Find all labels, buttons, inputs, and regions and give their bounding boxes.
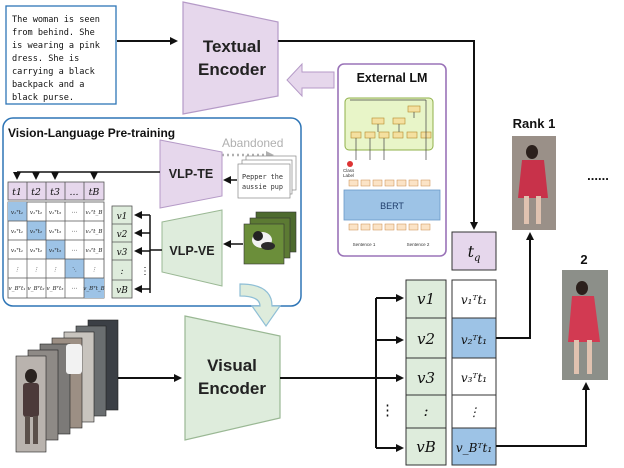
vlp-title: Vision-Language Pre-training [8,126,175,140]
score-cell: v_Bᵀt₁ [456,441,492,455]
svg-text:v_Bᵀt₂: v_Bᵀt₂ [28,285,46,292]
gallery-image-stack [15,319,119,453]
visual-encoder: Visual Encoder [184,315,281,441]
svg-text:⋮: ⋮ [33,267,39,273]
score-cell: v₂ᵀt₁ [461,333,487,347]
score-cell: ⋮ [468,405,480,419]
query-line: is wearing a pink [12,41,101,51]
external-lm-panel: External LM Class Label BERT [337,63,447,257]
rank1-image [512,136,556,230]
svg-text:v₂ᵀt₂: v₂ᵀt₂ [30,228,43,235]
vlp-te-encoder: VLP-TE [159,139,223,209]
svg-text:v₃ᵀt₂: v₃ᵀt₂ [30,247,43,254]
score-cell: v₁ᵀt₁ [461,293,487,307]
textual-encoder: Textual Encoder [182,1,279,115]
t-header-cell: t1 [12,187,22,198]
vlp-v-cell: v2 [117,230,128,240]
caption-text: Pepper the [242,173,283,181]
query-text-box: The woman is seen from behind. She is we… [5,5,117,105]
t-header-cell: ... [69,187,78,198]
vlp-te-label: VLP-TE [169,167,213,181]
svg-text:v_Bᵀt_B: v_Bᵀt_B [83,285,105,292]
arrow-rank2 [496,382,590,447]
arrow-rank1 [496,232,534,339]
v-cell: v3 [417,369,435,387]
rank1-label: Rank 1 [513,116,556,131]
vlpte-connectors [13,171,160,180]
arrow-encoder-to-tq [278,40,478,230]
svg-text:⋮: ⋮ [91,267,97,273]
svg-text:v₁ᵀt₁: v₁ᵀt₁ [11,209,23,216]
sentence-1-label: Sentence 1 [353,242,376,247]
v-column-side-ellipsis: ⋮ [380,401,395,419]
vlp-v-cell: vB [116,286,128,296]
svg-text:⋯: ⋯ [71,210,77,216]
vlp-ve-encoder: VLP-VE [161,209,223,287]
score-cell: v₃ᵀt₁ [461,371,487,385]
score-column: v₁ᵀt₁ v₂ᵀt₁ v₃ᵀt₁ ⋮ v_Bᵀt₁ [451,279,497,466]
svg-text:⋮: ⋮ [52,267,58,273]
svg-text:v_Bᵀt₁: v_Bᵀt₁ [9,285,26,292]
svg-text:v₂ᵀt₃: v₂ᵀt₃ [49,228,62,235]
svg-text:v₂ᵀt_B: v₂ᵀt_B [86,228,103,235]
svg-text:⋮: ⋮ [14,267,20,273]
t-header-cell: t2 [31,187,41,198]
query-line: from behind. She [12,28,95,38]
vlp-ve-label: VLP-VE [169,244,214,258]
tq-box: tq [451,231,497,271]
class-label-text: Label [343,173,354,178]
lm-block-arrow [286,62,335,98]
svg-text:⋯: ⋯ [71,229,77,235]
v-cell: vB [416,438,436,456]
top-ellipsis: ...... [587,168,609,183]
rank2-label: 2 [580,252,587,267]
query-line: carrying a black [12,67,96,77]
bert-label: BERT [380,201,404,211]
v-column: v1 v2 v3 : vB [405,279,447,466]
visual-encoder-label: Encoder [198,379,266,398]
v-cell: v2 [417,330,435,348]
similarity-matrix: v₁ᵀt₁ v₁ᵀt₂ v₁ᵀt₃ ⋯ v₁ᵀt_B v₂ᵀt₁ v₂ᵀt₂ v₂ᵀt₃ ⋯ v… [7,201,105,299]
rank2-image [562,270,608,380]
external-lm-title: External LM [357,71,428,85]
svg-text:⋯: ⋯ [71,248,77,254]
v-cell: v1 [417,290,435,308]
vlp-v-ellipsis: ⋮ [140,266,150,277]
abandoned-label: Abandoned [222,136,283,150]
svg-text:v₃ᵀt₃: v₃ᵀt₃ [49,247,62,254]
visual-encoder-label: Visual [207,356,257,375]
vlp-v-cell: v1 [117,212,128,222]
t-header-cell: t3 [50,187,60,198]
v-cell: : [423,402,428,420]
svg-text:v₃ᵀt₁: v₃ᵀt₁ [11,247,23,254]
svg-text:v₃ᵀt_B: v₃ᵀt_B [86,247,103,254]
svg-text:v₂ᵀt₁: v₂ᵀt₁ [11,228,23,235]
svg-text:v₁ᵀt_B: v₁ᵀt_B [86,209,103,216]
svg-text:v₁ᵀt₃: v₁ᵀt₃ [49,209,62,216]
query-line: dress. She is [12,54,79,64]
textual-encoder-label: Encoder [198,60,266,79]
dog-image-stack [243,211,297,265]
t-header-row: t1 t2 t3 ... tB [7,181,105,201]
query-line: black purse. [12,93,74,103]
t-header-cell: tB [89,187,100,198]
svg-text:⋱: ⋱ [71,267,77,273]
sentence-2-label: Sentence 2 [407,242,430,247]
query-line: The woman is seen [12,15,100,25]
svg-text:⋯: ⋯ [71,286,77,292]
vlpve-connectors [134,211,162,293]
caption-text: aussie pup [242,183,283,191]
query-line: backpack and a [12,80,84,90]
visual-output-connectors [280,294,404,452]
vlp-to-visual-block-arrow [239,283,282,328]
svg-text:v₁ᵀt₂: v₁ᵀt₂ [30,209,43,216]
svg-text:v_Bᵀt₃: v_Bᵀt₃ [47,285,65,292]
class-label-text: Class [343,168,355,173]
textual-encoder-label: Textual [203,37,261,56]
vlp-v-cell: : [120,267,123,277]
vlp-v-cell: v3 [117,248,128,258]
vlp-v-column: v1 v2 v3 : vB ⋮ [111,205,150,299]
caption-stack: Pepper the aussie pup [237,155,297,199]
